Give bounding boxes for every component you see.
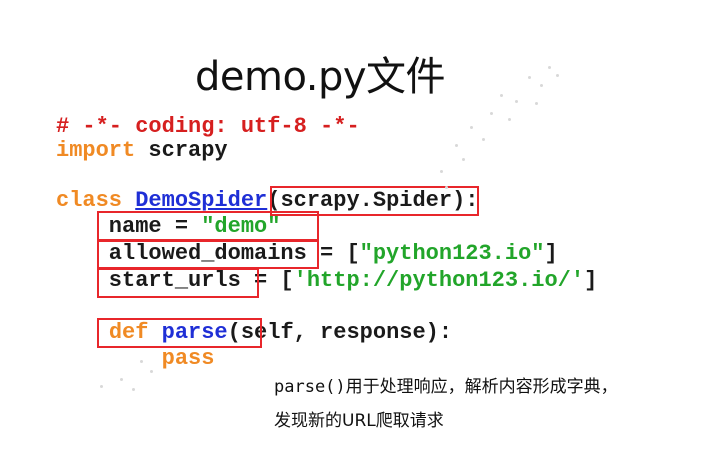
code-line-comment: # -*- coding: utf-8 -*- bbox=[56, 116, 360, 138]
bracket-close: ] bbox=[544, 241, 558, 266]
code-line-import: import scrapy bbox=[56, 140, 228, 162]
function-name: parse bbox=[161, 320, 228, 345]
name-value: "demo" bbox=[201, 214, 281, 239]
indent bbox=[56, 346, 162, 371]
module-name: scrapy bbox=[135, 138, 228, 163]
start-urls-value: 'http://python123.io/' bbox=[293, 268, 585, 293]
code-line-pass: pass bbox=[56, 346, 215, 371]
highlight-box-allowed-domains bbox=[97, 240, 319, 269]
note-text-1: 用于处理响应，解析内容形成字典， bbox=[345, 377, 618, 397]
coding-comment: # -*- coding: utf-8 -*- bbox=[56, 114, 360, 139]
code-line-name: name = "demo" bbox=[56, 214, 281, 239]
start-urls-attr: start_urls = [ bbox=[56, 268, 294, 293]
highlight-box-name bbox=[97, 211, 319, 241]
class-name: DemoSpider bbox=[135, 188, 268, 213]
highlight-box-start-urls bbox=[97, 268, 259, 298]
highlight-box-spider-base bbox=[270, 186, 479, 216]
keyword-def: def bbox=[108, 320, 149, 345]
function-params: (self, response): bbox=[227, 320, 453, 345]
code-line-start-urls: start_urls = ['http://python123.io/'] bbox=[56, 268, 598, 293]
keyword-class: class bbox=[56, 188, 123, 213]
keyword-pass: pass bbox=[161, 346, 215, 371]
name-attr: name = bbox=[56, 214, 202, 239]
code-line-def-parse: def parse(self, response): bbox=[56, 322, 452, 344]
allowed-domains-attr: allowed_domains = [ bbox=[56, 241, 360, 266]
slide-title: demo.py文件 bbox=[195, 54, 446, 100]
allowed-domains-value: "python123.io" bbox=[359, 241, 545, 266]
note-code: parse() bbox=[274, 377, 346, 397]
note-line-1: parse()用于处理响应，解析内容形成字典， bbox=[274, 372, 618, 397]
keyword-import: import bbox=[56, 138, 136, 163]
note-line-2: 发现新的URL爬取请求 bbox=[274, 411, 444, 431]
bracket-close: ] bbox=[584, 268, 598, 293]
code-line-allowed-domains: allowed_domains = ["python123.io"] bbox=[56, 243, 558, 265]
highlight-box-def-parse bbox=[97, 318, 262, 348]
class-base: (scrapy.Spider): bbox=[267, 188, 479, 213]
code-line-class: class DemoSpider(scrapy.Spider): bbox=[56, 190, 478, 212]
